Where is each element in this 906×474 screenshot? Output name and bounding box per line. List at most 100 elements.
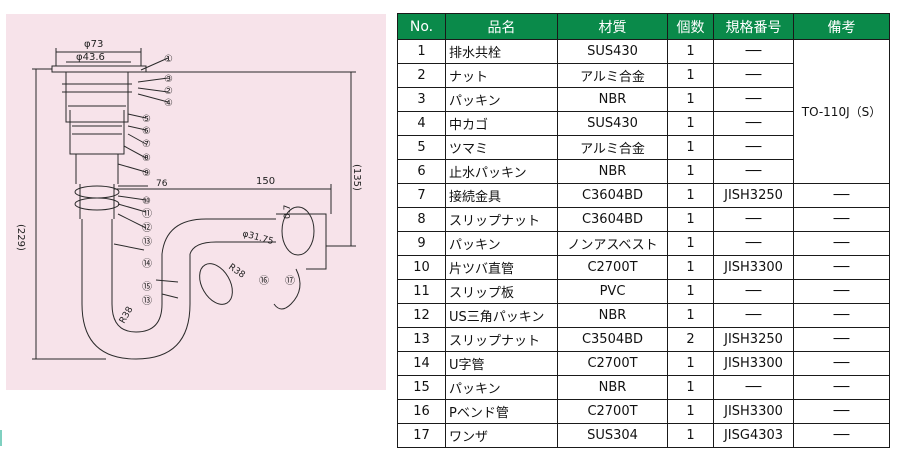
cell-name: 止水パッキン xyxy=(445,159,558,184)
callout-13b: ⑬ xyxy=(142,295,152,307)
drain-body xyxy=(65,72,129,123)
header-material: 材質 xyxy=(557,13,668,40)
cell-no: 5 xyxy=(397,135,446,160)
cell-note: ── xyxy=(793,231,890,256)
cell-no: 11 xyxy=(397,279,446,304)
slip-nut xyxy=(74,197,120,211)
cell-spec: ── xyxy=(713,135,794,160)
dim-phi73-label: φ73 xyxy=(84,39,103,50)
cell-spec: JISG4303 xyxy=(713,423,794,448)
nut-lines xyxy=(62,83,132,107)
cell-qty: 1 xyxy=(667,63,714,88)
cell-qty: 1 xyxy=(667,423,714,448)
callout-17: ⑰ xyxy=(285,275,295,287)
dim-phi3175-label: φ31.75 xyxy=(241,229,274,247)
callout-11: ⑪ xyxy=(142,208,152,220)
cell-note: ── xyxy=(793,375,890,400)
cell-material: C2700T xyxy=(557,399,668,424)
cell-no: 3 xyxy=(397,87,446,112)
callout-8: ⑧ xyxy=(142,153,151,164)
p-bend xyxy=(161,218,276,255)
wall-flange xyxy=(276,213,327,270)
cell-material: ノンアスベスト xyxy=(557,231,668,256)
dim-135-label: (135) xyxy=(351,164,362,191)
cell-material: C2700T xyxy=(557,255,668,280)
callout-6: ⑥ xyxy=(142,126,151,137)
cell-name: ワンザ xyxy=(445,423,558,448)
washer xyxy=(273,268,301,310)
basket-lines xyxy=(72,125,122,135)
cell-material: C2700T xyxy=(557,351,668,376)
cell-note: ── xyxy=(793,279,890,304)
table-header-row: No. 品名 材質 個数 規格番号 備考 xyxy=(397,13,890,40)
cell-note: ── xyxy=(793,423,890,448)
cell-material: NBR xyxy=(557,87,668,112)
cell-qty: 1 xyxy=(667,279,714,304)
cell-name: スリップナット xyxy=(445,327,558,352)
cell-qty: 1 xyxy=(667,39,714,64)
cell-material: NBR xyxy=(557,159,668,184)
cell-spec: JISH3300 xyxy=(713,399,794,424)
cell-note-merged: TO-110J（S） xyxy=(793,39,890,184)
cell-name: 中カゴ xyxy=(445,111,558,136)
dim-07-label: 0.7 xyxy=(283,205,293,219)
dim-229-label: (229) xyxy=(15,224,26,251)
cell-spec: ── xyxy=(713,63,794,88)
cell-no: 9 xyxy=(397,231,446,256)
dim-150-label: 150 xyxy=(256,176,275,187)
cell-note: ── xyxy=(793,327,890,352)
cell-qty: 1 xyxy=(667,207,714,232)
cell-no: 17 xyxy=(397,423,446,448)
cell-no: 1 xyxy=(397,39,446,64)
u-bend-inner xyxy=(111,254,163,333)
cell-no: 2 xyxy=(397,63,446,88)
cell-name: 片ツバ直管 xyxy=(445,255,558,280)
callout-16: ⑯ xyxy=(259,275,269,287)
cell-no: 8 xyxy=(397,207,446,232)
cell-material: アルミ合金 xyxy=(557,63,668,88)
cell-qty: 1 xyxy=(667,135,714,160)
header-note: 備考 xyxy=(793,13,890,40)
header-spec: 規格番号 xyxy=(713,13,794,40)
callout-7: ⑦ xyxy=(142,139,151,150)
drain-plug-flange xyxy=(51,65,147,73)
callout-13a: ⑬ xyxy=(142,236,152,248)
cell-qty: 1 xyxy=(667,303,714,328)
slip-nut-lower xyxy=(199,263,233,305)
cell-name: 接続金具 xyxy=(445,183,558,208)
dim-r38-label-lower: R38 xyxy=(118,305,136,326)
cell-name: パッキン xyxy=(445,375,558,400)
cell-note: ── xyxy=(793,207,890,232)
cell-no: 12 xyxy=(397,303,446,328)
cell-no: 15 xyxy=(397,375,446,400)
cell-qty: 1 xyxy=(667,375,714,400)
cell-spec: ── xyxy=(713,303,794,328)
u-bend-outer xyxy=(81,254,191,360)
callout-15: ⑮ xyxy=(142,281,152,293)
inner-basket xyxy=(69,110,125,155)
trap-diagram-drawing: φ73 φ43.6 150 76 (135) (229) 0.7 φ31.75 … xyxy=(15,39,362,360)
cell-material: NBR xyxy=(557,375,668,400)
cell-name: US三角パッキン xyxy=(445,303,558,328)
callout-12: ⑫ xyxy=(142,222,152,234)
cell-qty: 1 xyxy=(667,351,714,376)
cell-material: C3604BD xyxy=(557,183,668,208)
callout-1: ① xyxy=(164,54,173,65)
escutcheon xyxy=(281,206,315,256)
header-qty: 個数 xyxy=(667,13,714,40)
leader-lines xyxy=(113,57,179,299)
cell-note: ── xyxy=(793,183,890,208)
cell-qty: 1 xyxy=(667,111,714,136)
